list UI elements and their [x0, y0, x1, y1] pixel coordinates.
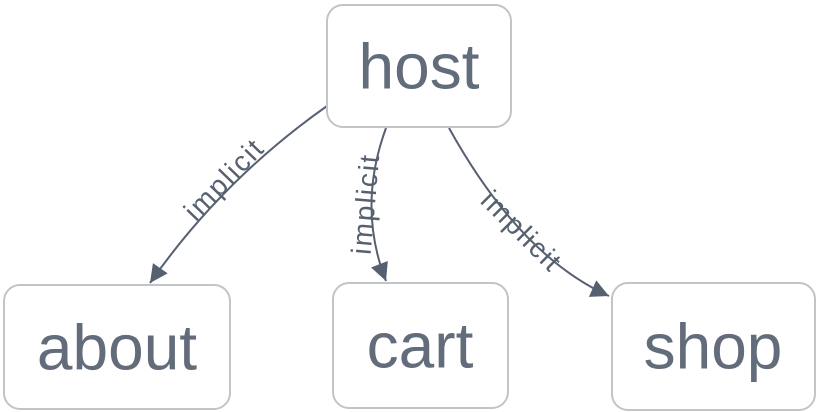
node-shop-label: shop — [644, 310, 783, 382]
edge-line-host-cart — [370, 127, 388, 282]
node-cart-box[interactable] — [332, 282, 509, 409]
edge-host-cart: implicit — [346, 127, 388, 282]
node-about-box[interactable] — [3, 284, 231, 410]
node-cart-label: cart — [367, 309, 474, 381]
node-shop: shop — [611, 282, 816, 411]
edge-label-host-cart: implicit — [346, 152, 386, 256]
node-shop-box[interactable] — [611, 282, 816, 411]
node-cart: cart — [332, 282, 509, 409]
node-host-label: host — [359, 30, 480, 102]
edge-line-host-about — [149, 105, 328, 284]
edge-host-shop: implicit — [448, 127, 610, 297]
node-about-label: about — [37, 311, 197, 383]
edge-line-host-shop — [448, 127, 610, 297]
edge-host-about: implicit — [149, 105, 328, 284]
edge-label-host-shop: implicit — [475, 184, 569, 278]
edge-label-host-about: implicit — [178, 132, 271, 227]
node-about: about — [3, 284, 231, 410]
node-host: host — [326, 4, 512, 128]
node-host-box[interactable] — [326, 4, 512, 128]
